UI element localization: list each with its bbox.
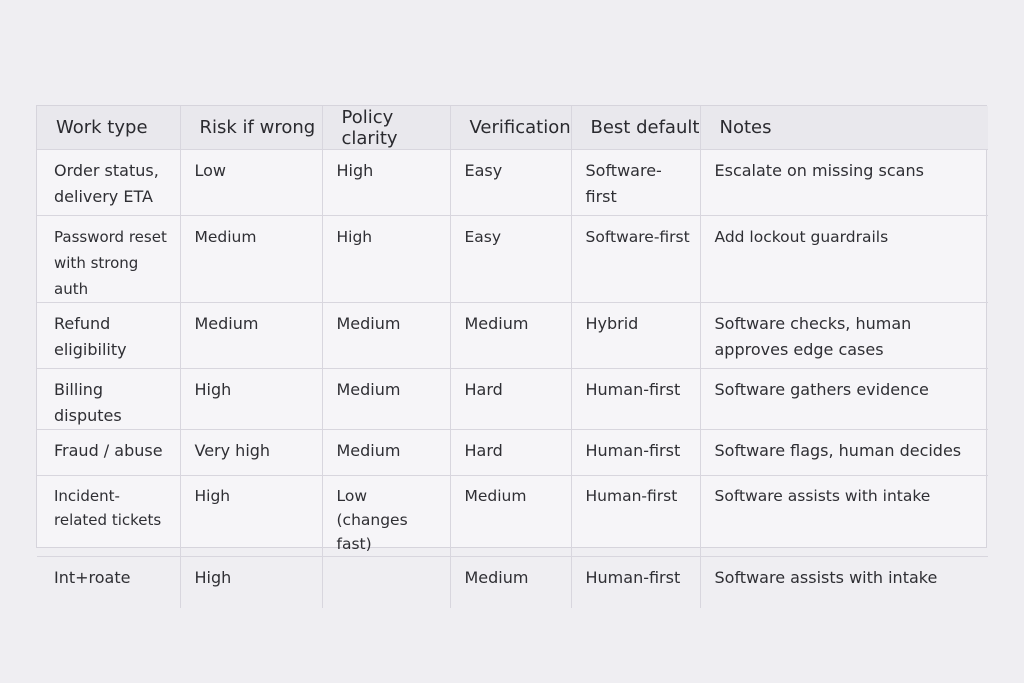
cell-notes: Software assists with intake <box>714 568 938 587</box>
cell-policy-clarity: Medium <box>322 368 451 430</box>
cell-work-type: Fraud / abuse <box>37 429 181 476</box>
table-row: Fraud / abuse Very high Medium Hard Huma… <box>37 429 988 476</box>
cell-policy-clarity <box>322 556 451 608</box>
cell-policy-clarity: Medium <box>322 302 451 369</box>
cell-risk: Very high <box>180 429 323 476</box>
cell-risk: Low <box>180 149 323 216</box>
cell-verification: Easy <box>450 215 572 303</box>
table-row: Refund eligibility Medium Medium Medium … <box>37 302 988 369</box>
cell-work-type: Int+roate <box>37 556 181 608</box>
cell-best-default: Human-first <box>571 556 701 608</box>
column-header-work-type: Work type <box>37 106 181 150</box>
cell-risk: Medium <box>180 215 323 303</box>
work-routing-table: Work type Risk if wrong Policy clarity V… <box>36 105 988 608</box>
cell-policy-clarity: High <box>322 149 451 216</box>
table-row: Password reset with strong auth Medium H… <box>37 215 988 303</box>
cell-notes: Add lockout guardrails <box>700 215 988 303</box>
cell-verification: Hard <box>450 368 572 430</box>
cell-verification: Medium <box>450 475 572 557</box>
table-row: Incident-related tickets High Low (chang… <box>37 475 988 557</box>
table-row: Int+roate High Medium Human-first Softwa… <box>37 556 988 608</box>
cell-notes: Software assists with intake <box>700 475 988 557</box>
column-header-policy-clarity: Policy clarity <box>322 106 451 150</box>
cell-best-default: Human-first <box>571 368 701 430</box>
cell-best-default: Human-first <box>571 475 701 557</box>
cell-policy-clarity: High <box>322 215 451 303</box>
cell-notes: Software gathers evidence <box>700 368 988 430</box>
cell-verification: Hard <box>450 429 572 476</box>
column-header-notes: Notes <box>700 106 988 150</box>
cell-notes: Software checks, human approves edge cas… <box>700 302 988 369</box>
cell-risk: High <box>180 475 323 557</box>
cell-work-type: Incident-related tickets <box>37 475 181 557</box>
cell-notes: Escalate on missing scans <box>700 149 988 216</box>
table-row: Order status, delivery ETA Low High Easy… <box>37 149 988 216</box>
cell-best-default: Human-first <box>571 429 701 476</box>
column-header-best-default: Best default <box>571 106 701 150</box>
cell-best-default: Software-first <box>571 149 701 216</box>
cell-work-type: Billing disputes <box>37 368 181 430</box>
cell-policy-clarity: Medium <box>322 429 451 476</box>
table-header-row: Work type Risk if wrong Policy clarity V… <box>37 106 988 150</box>
cell-work-type: Refund eligibility <box>37 302 181 369</box>
cell-risk: High <box>180 556 323 608</box>
column-header-risk: Risk if wrong <box>180 106 323 150</box>
cell-best-default: Hybrid <box>571 302 701 369</box>
cell-verification: Medium <box>450 556 572 608</box>
cell-verification: Easy <box>450 149 572 216</box>
cell-notes: Software flags, human decides <box>700 429 988 476</box>
cell-verification: Medium <box>450 302 572 369</box>
cell-policy-clarity: Low (changes fast) <box>322 475 451 557</box>
cell-best-default: Software-first <box>571 215 701 303</box>
table-row: Billing disputes High Medium Hard Human-… <box>37 368 988 430</box>
cell-risk: High <box>180 368 323 430</box>
cell-work-type: Password reset with strong auth <box>37 215 181 303</box>
table: Work type Risk if wrong Policy clarity V… <box>37 106 988 608</box>
cell-risk: Medium <box>180 302 323 369</box>
column-header-verification: Verification <box>450 106 572 150</box>
cell-work-type: Order status, delivery ETA <box>37 149 181 216</box>
